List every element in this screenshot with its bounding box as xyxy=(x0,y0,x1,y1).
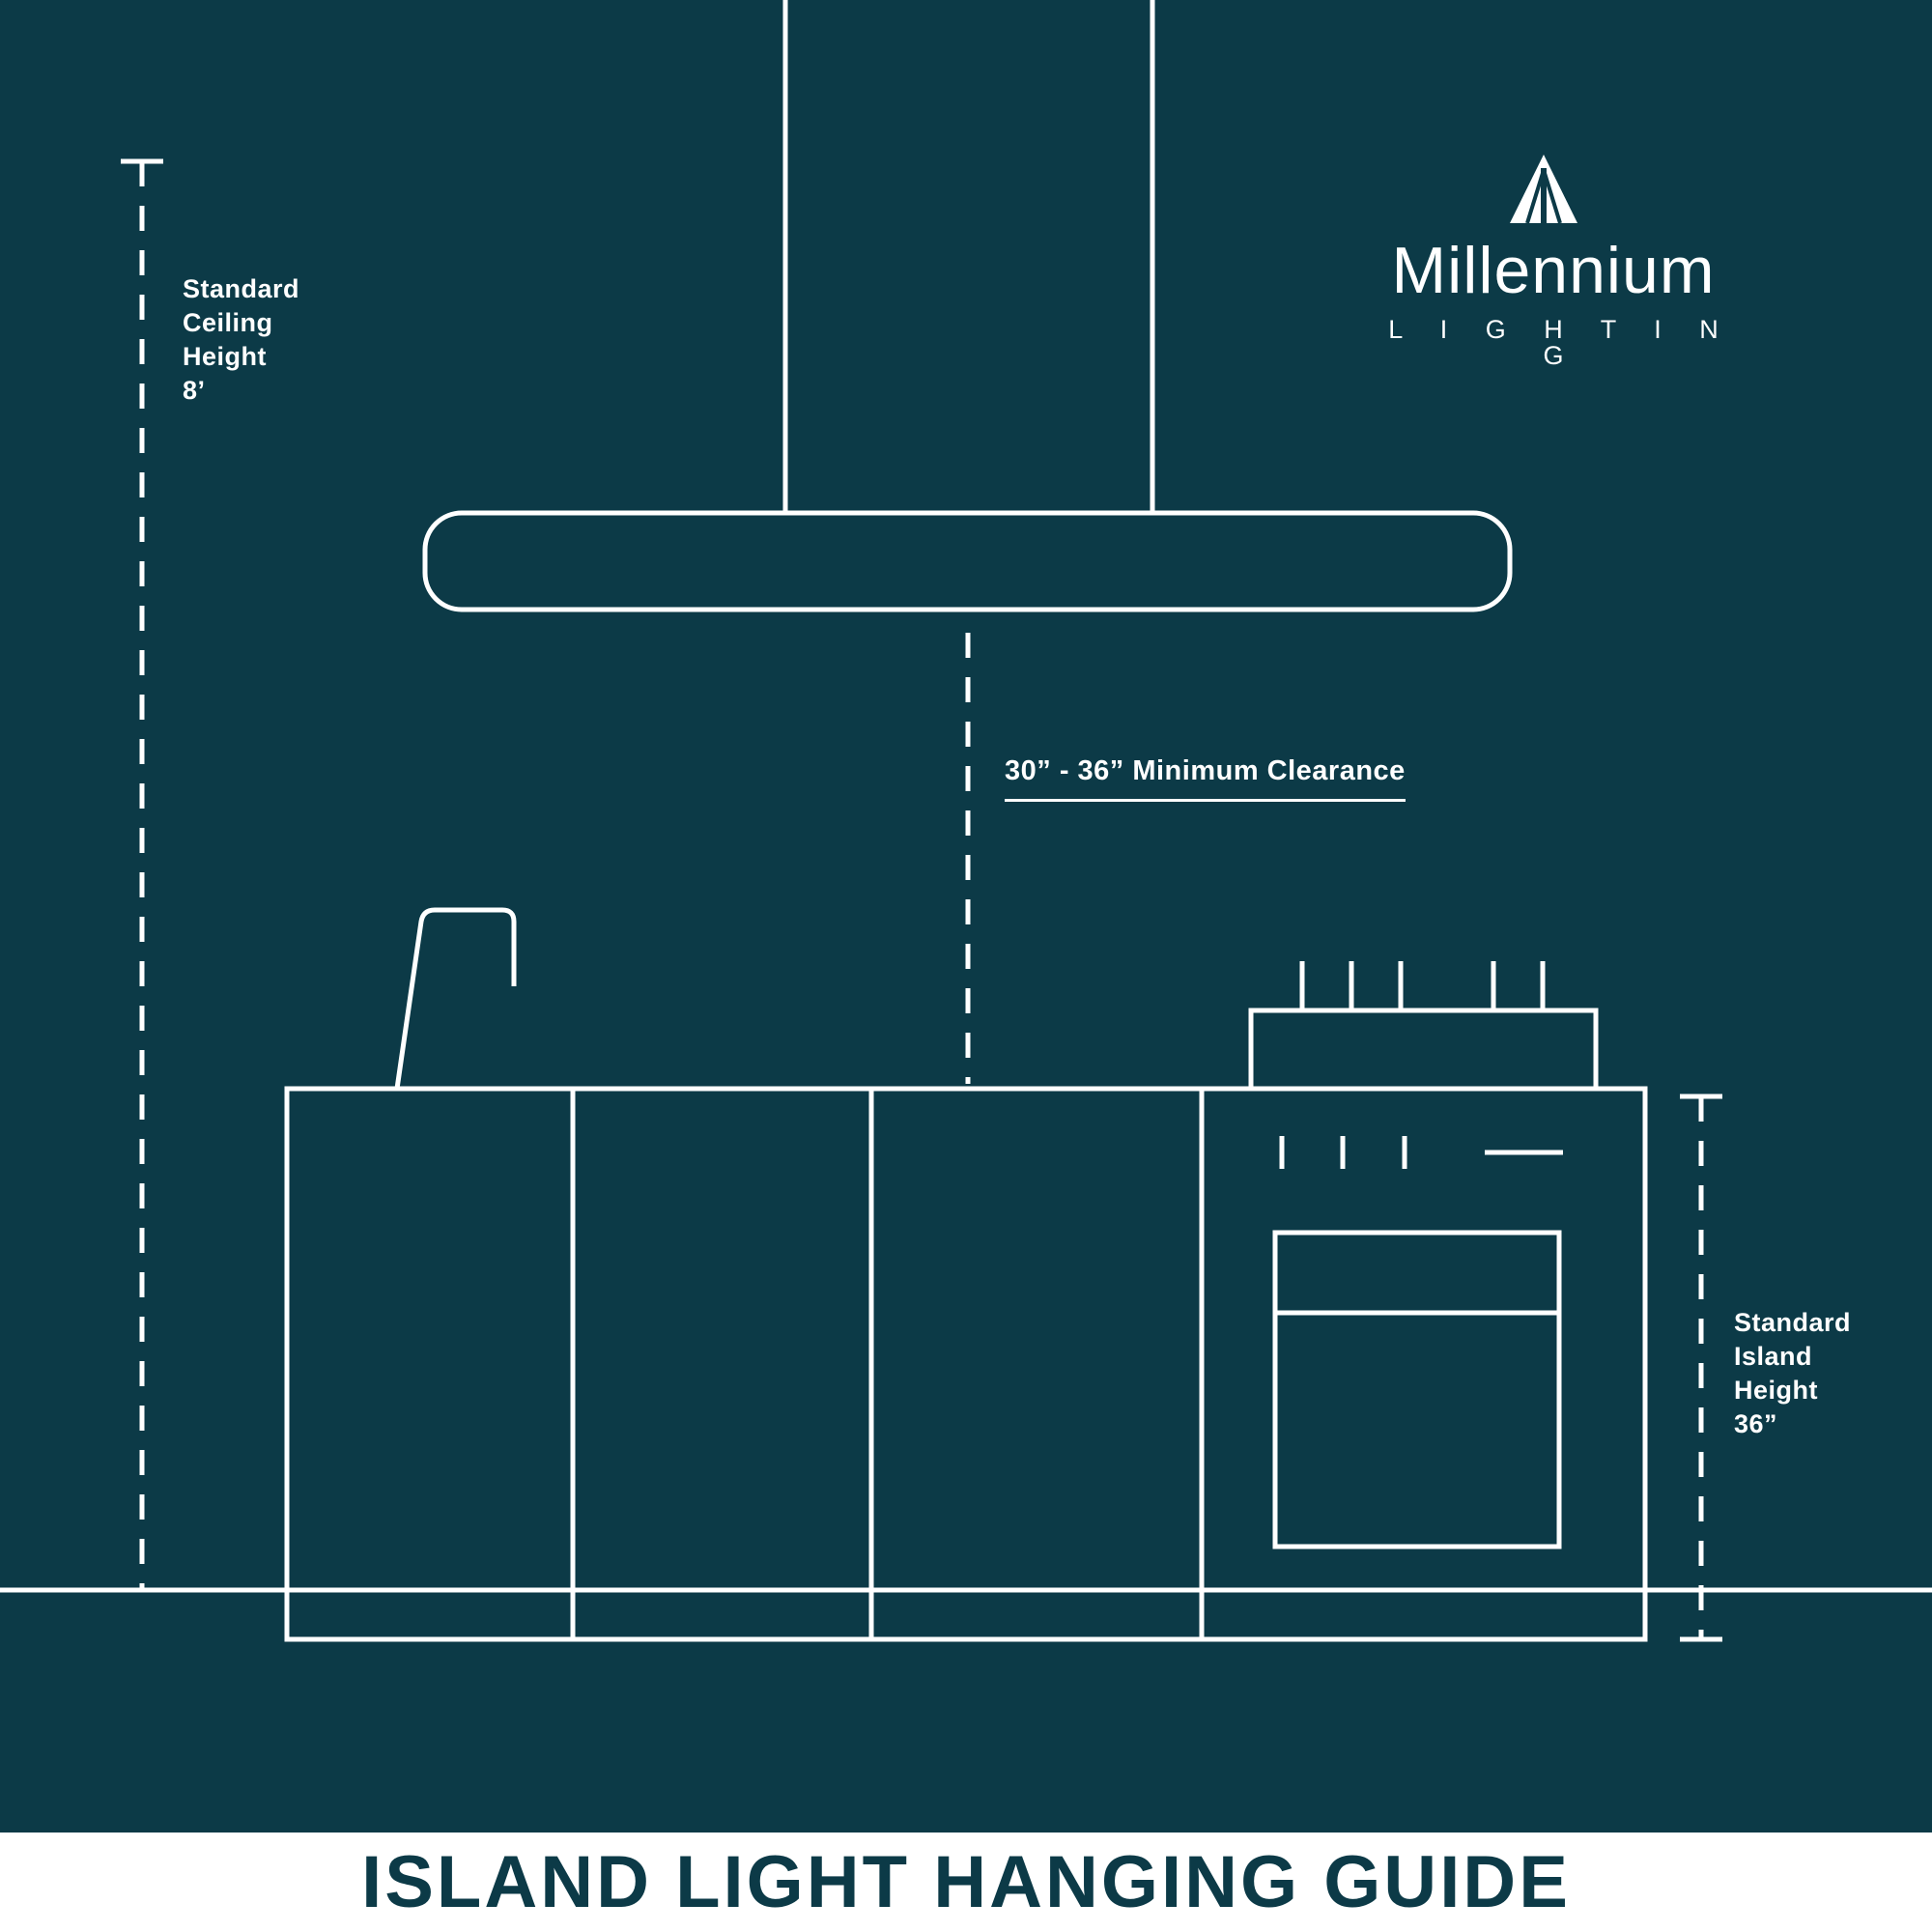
guide-title: ISLAND LIGHT HANGING GUIDE xyxy=(361,1841,1571,1923)
faucet-icon xyxy=(394,907,517,1090)
stove-backsplash xyxy=(1248,1008,1599,1092)
millennium-logo-text: Millennium L I G H T I N G xyxy=(1352,238,1754,369)
oven-door xyxy=(1272,1230,1562,1549)
light-shade xyxy=(422,510,1513,612)
island-height-dimension xyxy=(1680,1094,1722,1642)
island-light-fixture xyxy=(422,0,1513,612)
island-height-label: Standard Island Height 36” xyxy=(1734,1308,1852,1439)
clearance-label: 30” - 36” Minimum Clearance xyxy=(1005,755,1406,802)
ceiling-height-label: Standard Ceiling Height 8’ xyxy=(183,274,300,406)
title-bar: ISLAND LIGHT HANGING GUIDE xyxy=(0,1833,1932,1932)
stove-icon xyxy=(1248,961,1599,1549)
millennium-logo-icon xyxy=(1510,155,1577,224)
logo-wordmark: Millennium xyxy=(1391,234,1716,307)
island-body xyxy=(284,1086,1648,1642)
logo-subtitle: L I G H T I N G xyxy=(1388,315,1734,370)
ceiling-height-dimension xyxy=(121,158,163,1590)
kitchen-island xyxy=(284,1086,1648,1642)
